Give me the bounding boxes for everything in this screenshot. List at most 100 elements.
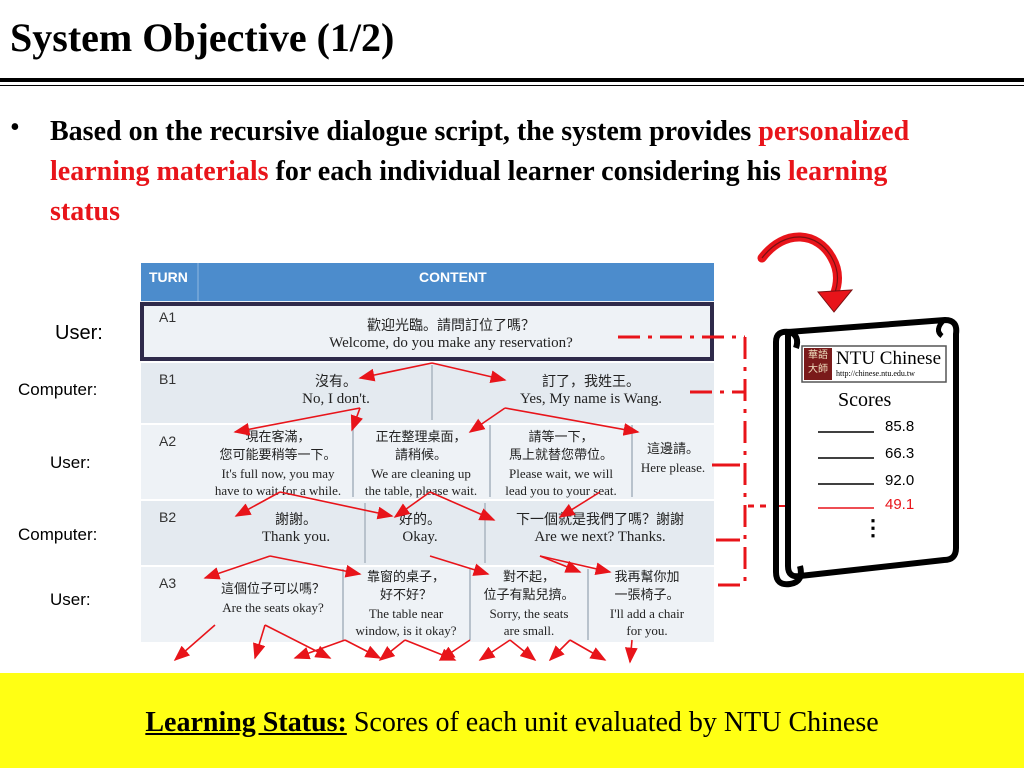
cell-english: Are the seats okay? [222, 600, 324, 615]
cell-english: the table, please wait. [364, 483, 478, 498]
cell-english: are small. [503, 623, 555, 638]
ntu-logo-url: http://chinese.ntu.edu.tw [836, 369, 915, 378]
cell-english: It's full now, you may [221, 466, 335, 481]
speaker-label-user: User: [50, 453, 91, 472]
dialogue-cell: 歡迎光臨。請問訂位了嗎？ Welcome, do you make any re… [281, 317, 621, 352]
cell-chinese: 您可能要稍等一下。 [219, 448, 337, 463]
header-turn: TURN [149, 269, 188, 285]
cell-chinese: 歡迎光臨。請問訂位了嗎？ [367, 318, 535, 334]
cell-chinese: 這個位子可以嗎？ [220, 582, 325, 597]
bullet-part2: for each individual learner considering … [268, 156, 788, 187]
bullet-text: Based on the recursive dialogue script, … [50, 112, 950, 232]
ntu-logo-mark: 華語大師 [808, 350, 828, 375]
cell-chinese: 請等一下， [528, 430, 594, 445]
cell-english: Are we next? Thanks. [534, 529, 666, 545]
row-tag: A1 [159, 309, 177, 325]
speaker-label-user: User: [55, 322, 103, 344]
table-header: TURN CONTENT [141, 263, 714, 301]
cell-english: We are cleaning up [371, 466, 471, 481]
learning-status-banner: Learning Status: Scores of each unit eva… [0, 673, 1024, 768]
dialogue-table: TURN CONTENT A1 歡迎光臨。請問訂位了嗎？ Welcome, do… [141, 263, 714, 642]
user-turn-highlight [140, 302, 714, 361]
cell-english: have to wait for a while. [214, 483, 342, 498]
score-value: 66.3 [885, 445, 915, 462]
title-rule-thin [0, 85, 1024, 86]
bullet-highlight-materials: personalized learning materials [50, 116, 910, 187]
table-row-a3: A3 這個位子可以嗎？ Are the seats okay? 靠窗的桌子， 好… [141, 567, 714, 642]
speaker-label-computer: Computer: [18, 380, 98, 399]
row-tag: A2 [159, 433, 177, 449]
cell-english: for you. [626, 623, 668, 638]
cell-english: Thank you. [261, 529, 331, 545]
score-scroll [773, 316, 960, 588]
cell-chinese: 正在整理桌面， [375, 430, 467, 445]
cell-english: Yes, My name is Wang. [520, 391, 662, 407]
cell-english: Welcome, do you make any reservation? [329, 335, 573, 351]
table-row-a2: A2 現在客滿， 您可能要稍等一下。 It's full now, you ma… [141, 425, 714, 499]
row-tag: A3 [159, 575, 177, 591]
cell-english: Okay. [402, 529, 438, 545]
score-value: 92.0 [885, 472, 915, 489]
header-divider [197, 263, 199, 301]
connector-ticks [712, 463, 770, 542]
table-row-a1: A1 歡迎光臨。請問訂位了嗎？ Welcome, do you make any… [141, 301, 714, 361]
cell-chinese: 沒有。 [315, 374, 357, 390]
cell-english: Please wait, we will [509, 466, 613, 481]
table-row-b1: B1 沒有。 No, I don't. 訂了，我姓王。 Yes, My name… [141, 363, 714, 423]
cell-chinese: 現在客滿， [245, 430, 311, 445]
cell-chinese: 對不起， [502, 570, 555, 585]
cell-chinese: 好不好？ [379, 588, 432, 603]
cell-english: No, I don't. [302, 391, 370, 407]
dialogue-cell: 靠窗的桌子， 好不好？ The table near window, is it… [343, 569, 469, 639]
dialogue-cell: 謝謝。 Thank you. [231, 511, 361, 546]
cell-chinese: 謝謝。 [275, 512, 317, 528]
dialogue-cell: 請等一下， 馬上就替您帶位。 Please wait, we will lead… [491, 429, 631, 499]
cell-chinese: 這邊請。 [646, 442, 699, 457]
row-tag: B2 [159, 509, 177, 525]
cell-chinese: 我再幫你加 [614, 570, 680, 585]
dialogue-cell: 這邊請。 Here please. [633, 441, 713, 476]
cell-chinese: 靠窗的桌子， [366, 570, 445, 585]
cell-english: window, is it okay? [355, 623, 457, 638]
table-row-b2: B2 謝謝。 Thank you. 好的。 Okay. 下一個就是我們了嗎？謝謝… [141, 501, 714, 565]
cell-chinese: 下一個就是我們了嗎？謝謝 [516, 512, 684, 528]
cell-english: Here please. [640, 460, 706, 475]
cell-chinese: 一張椅子。 [614, 588, 680, 603]
speaker-label-computer: Computer: [18, 525, 98, 544]
bullet-marker: • [10, 112, 20, 143]
cell-chinese: 位子有點兒擠。 [483, 588, 575, 603]
content-dividers [342, 365, 633, 640]
bullet-part1: Based on the recursive dialogue script, … [50, 116, 759, 147]
dialogue-cell: 沒有。 No, I don't. [261, 373, 411, 408]
learning-status-text: Learning Status: Scores of each unit eva… [0, 707, 1024, 739]
score-value: 85.8 [885, 418, 915, 435]
cell-english: Sorry, the seats [489, 606, 569, 621]
row-tag: B1 [159, 371, 177, 387]
score-underlines [818, 431, 874, 509]
cell-chinese: 馬上就替您帶位。 [508, 448, 613, 463]
header-content: CONTENT [419, 269, 487, 285]
score-value-low: 49.1 [885, 496, 915, 513]
curved-arrow-head [817, 289, 854, 313]
scores-heading: Scores [838, 389, 892, 411]
learning-status-description: Scores of each unit evaluated by NTU Chi… [346, 707, 879, 738]
cell-english: I'll add a chair [609, 606, 685, 621]
dialogue-cell: 現在客滿， 您可能要稍等一下。 It's full now, you may h… [203, 429, 353, 499]
dialogue-cell: 訂了，我姓王。 Yes, My name is Wang. [491, 373, 691, 408]
learning-status-label: Learning Status: [145, 707, 347, 738]
dialogue-cell: 對不起， 位子有點兒擠。 Sorry, the seats are small. [469, 569, 589, 639]
slide-title: System Objective (1/2) [10, 15, 395, 60]
dialogue-cell: 我再幫你加 一張椅子。 I'll add a chair for you. [587, 569, 707, 639]
ntu-logo-name: NTU Chinese [836, 348, 942, 369]
branch-arrows [173, 362, 640, 664]
dialogue-cell: 這個位子可以嗎？ Are the seats okay? [203, 581, 343, 616]
bullet-highlight-status: learning status [50, 156, 888, 227]
scores-ellipsis: ⋮ [862, 515, 884, 540]
cell-english: lead you to your seat. [505, 483, 617, 498]
dashed-connectors [618, 335, 747, 587]
dialogue-cell: 下一個就是我們了嗎？謝謝 Are we next? Thanks. [487, 511, 713, 546]
title-rule-thick [0, 78, 1024, 82]
speaker-label-user: User: [50, 590, 91, 609]
cell-chinese: 請稍候。 [394, 448, 447, 463]
